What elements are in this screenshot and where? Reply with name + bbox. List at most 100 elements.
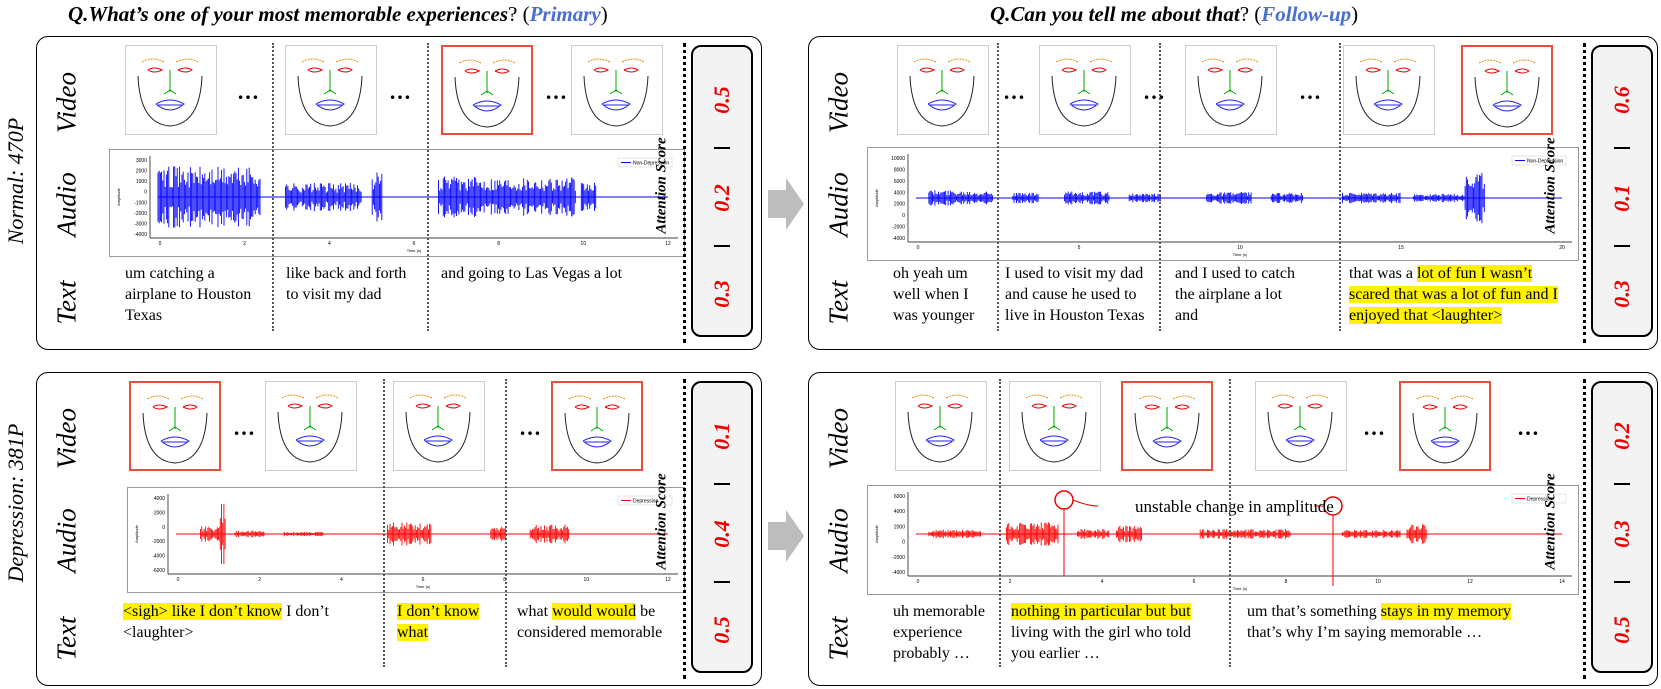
plain-text: what — [517, 603, 553, 620]
face-sketch-icon — [1197, 58, 1263, 127]
y-tick-label: 0 — [162, 525, 165, 531]
ellipsis: … — [1517, 415, 1540, 440]
face-sketch-icon — [909, 58, 975, 127]
highlighted-text: nothing in particular but but — [1011, 603, 1191, 620]
x-tick-label: 2 — [1009, 579, 1012, 585]
x-tick-label: 8 — [1285, 579, 1288, 585]
waveform-burst — [490, 526, 506, 542]
face-landmark-frame-highlighted — [129, 381, 221, 471]
waveform-burst — [1064, 191, 1110, 205]
legend-label: Non-Depression — [633, 161, 669, 167]
y-tick-label: 10000 — [891, 156, 905, 162]
ellipsis: … — [1143, 79, 1166, 104]
x-tick-label: 12 — [665, 241, 671, 247]
face-landmark-frame — [1255, 381, 1347, 471]
face-landmark-frame — [895, 381, 987, 471]
face-sketch-icon — [1355, 58, 1421, 127]
transcript-segment: and I used to catch the airplane a lot a… — [1175, 265, 1295, 324]
plain-text: I don’t <laughter> — [123, 603, 329, 641]
waveform-burst — [1077, 529, 1110, 539]
y-tick-label: 2000 — [894, 202, 905, 208]
y-tick-label: 6000 — [894, 494, 905, 500]
transcript-segment: and going to Las Vegas a lot — [441, 265, 623, 282]
transcript-segment: like back and forth to visit my dad — [286, 265, 407, 303]
right-arrow-icon — [768, 178, 804, 230]
primary-question-title: Q.What’s one of your most memorable expe… — [68, 2, 608, 27]
score-divider — [713, 483, 731, 485]
face-sketch-icon — [564, 395, 630, 464]
waveform-burst — [1270, 192, 1303, 204]
plain-text: um that’s something — [1247, 603, 1381, 620]
transcript-segment-highlighted: nothing in particular but but living wit… — [1011, 601, 1215, 664]
annotation-pointer — [1072, 499, 1099, 507]
y-tick-label: 6000 — [894, 179, 905, 185]
close-paren: ) — [1351, 2, 1359, 26]
y-tick-label: -6000 — [152, 568, 165, 574]
y-axis-label: Amplitude — [874, 524, 879, 543]
highlighted-text: <sigh> like I don’t know — [123, 603, 283, 620]
x-tick-label: 5 — [1078, 245, 1081, 251]
y-tick-label: -4000 — [152, 554, 165, 560]
transcript-segment: oh yeah um well when I was younger — [893, 265, 975, 324]
waveform-burst — [928, 190, 993, 206]
face-sketch-icon — [142, 395, 208, 464]
face-landmark-frame-highlighted — [551, 381, 643, 471]
waveform-burst — [371, 172, 383, 222]
face-landmark-frame — [897, 45, 989, 135]
x-tick-label: 0 — [177, 577, 180, 583]
attention-score-label: Attention Score — [653, 137, 670, 234]
legend-box — [1511, 155, 1567, 166]
x-tick-label: 4 — [340, 577, 343, 583]
plain-text: be considered memorable — [517, 603, 663, 641]
legend-box — [617, 495, 673, 506]
segment-separator — [997, 43, 999, 331]
attention-score-text: 0.5 — [709, 616, 734, 644]
segment-separator — [1339, 43, 1341, 331]
x-tick-label: 2 — [258, 577, 261, 583]
row-label-normal: Normal: 470P — [3, 117, 28, 245]
y-tick-label: 4000 — [894, 190, 905, 196]
ellipsis: … — [233, 415, 256, 440]
transcript-segment-highlighted: um that’s something stays in my memory t… — [1247, 601, 1547, 643]
attention-score-audio: 0.2 — [709, 184, 734, 212]
attention-score-text: 0.5 — [1609, 616, 1634, 644]
waveform-burst — [200, 526, 221, 542]
x-tick-label: 15 — [1398, 245, 1404, 251]
face-landmark-frame — [285, 45, 377, 135]
y-tick-label: -4000 — [892, 570, 905, 576]
waveform-burst — [234, 530, 265, 538]
dotted-divider — [683, 379, 686, 679]
x-tick-label: 10 — [584, 577, 590, 583]
transcript-segment-highlighted: I don’t know what — [397, 601, 497, 643]
face-landmark-frame — [1343, 45, 1435, 135]
waveform-burst — [1012, 192, 1039, 204]
face-landmark-frame — [1185, 45, 1277, 135]
ellipsis: … — [1363, 415, 1386, 440]
attention-score-text: 0.3 — [1609, 280, 1634, 308]
attention-score-audio: 0.1 — [1609, 184, 1634, 212]
score-divider — [713, 245, 731, 247]
modality-text-label: Text — [51, 616, 82, 661]
waveform-burst — [1206, 192, 1252, 204]
waveform-burst — [1412, 193, 1466, 203]
y-tick-label: 0 — [144, 190, 147, 196]
ellipsis: … — [237, 79, 260, 104]
attention-score-box: 0.1 0.4 0.5 — [691, 381, 753, 673]
face-landmark-frame-highlighted — [1461, 45, 1553, 135]
x-tick-label: 10 — [1375, 579, 1381, 585]
x-tick-label: 0 — [917, 579, 920, 585]
x-tick-label: 2 — [243, 241, 246, 247]
face-sketch-icon — [1021, 394, 1087, 463]
ellipsis: … — [1299, 79, 1322, 104]
annotation-circle — [1054, 490, 1074, 510]
waveform-burst — [387, 522, 432, 546]
face-sketch-icon — [1134, 395, 1200, 464]
y-tick-label: -3000 — [134, 221, 147, 227]
y-tick-label: 4000 — [894, 509, 905, 515]
transcript-segment-highlighted: what would would be considered memorable — [517, 601, 667, 643]
